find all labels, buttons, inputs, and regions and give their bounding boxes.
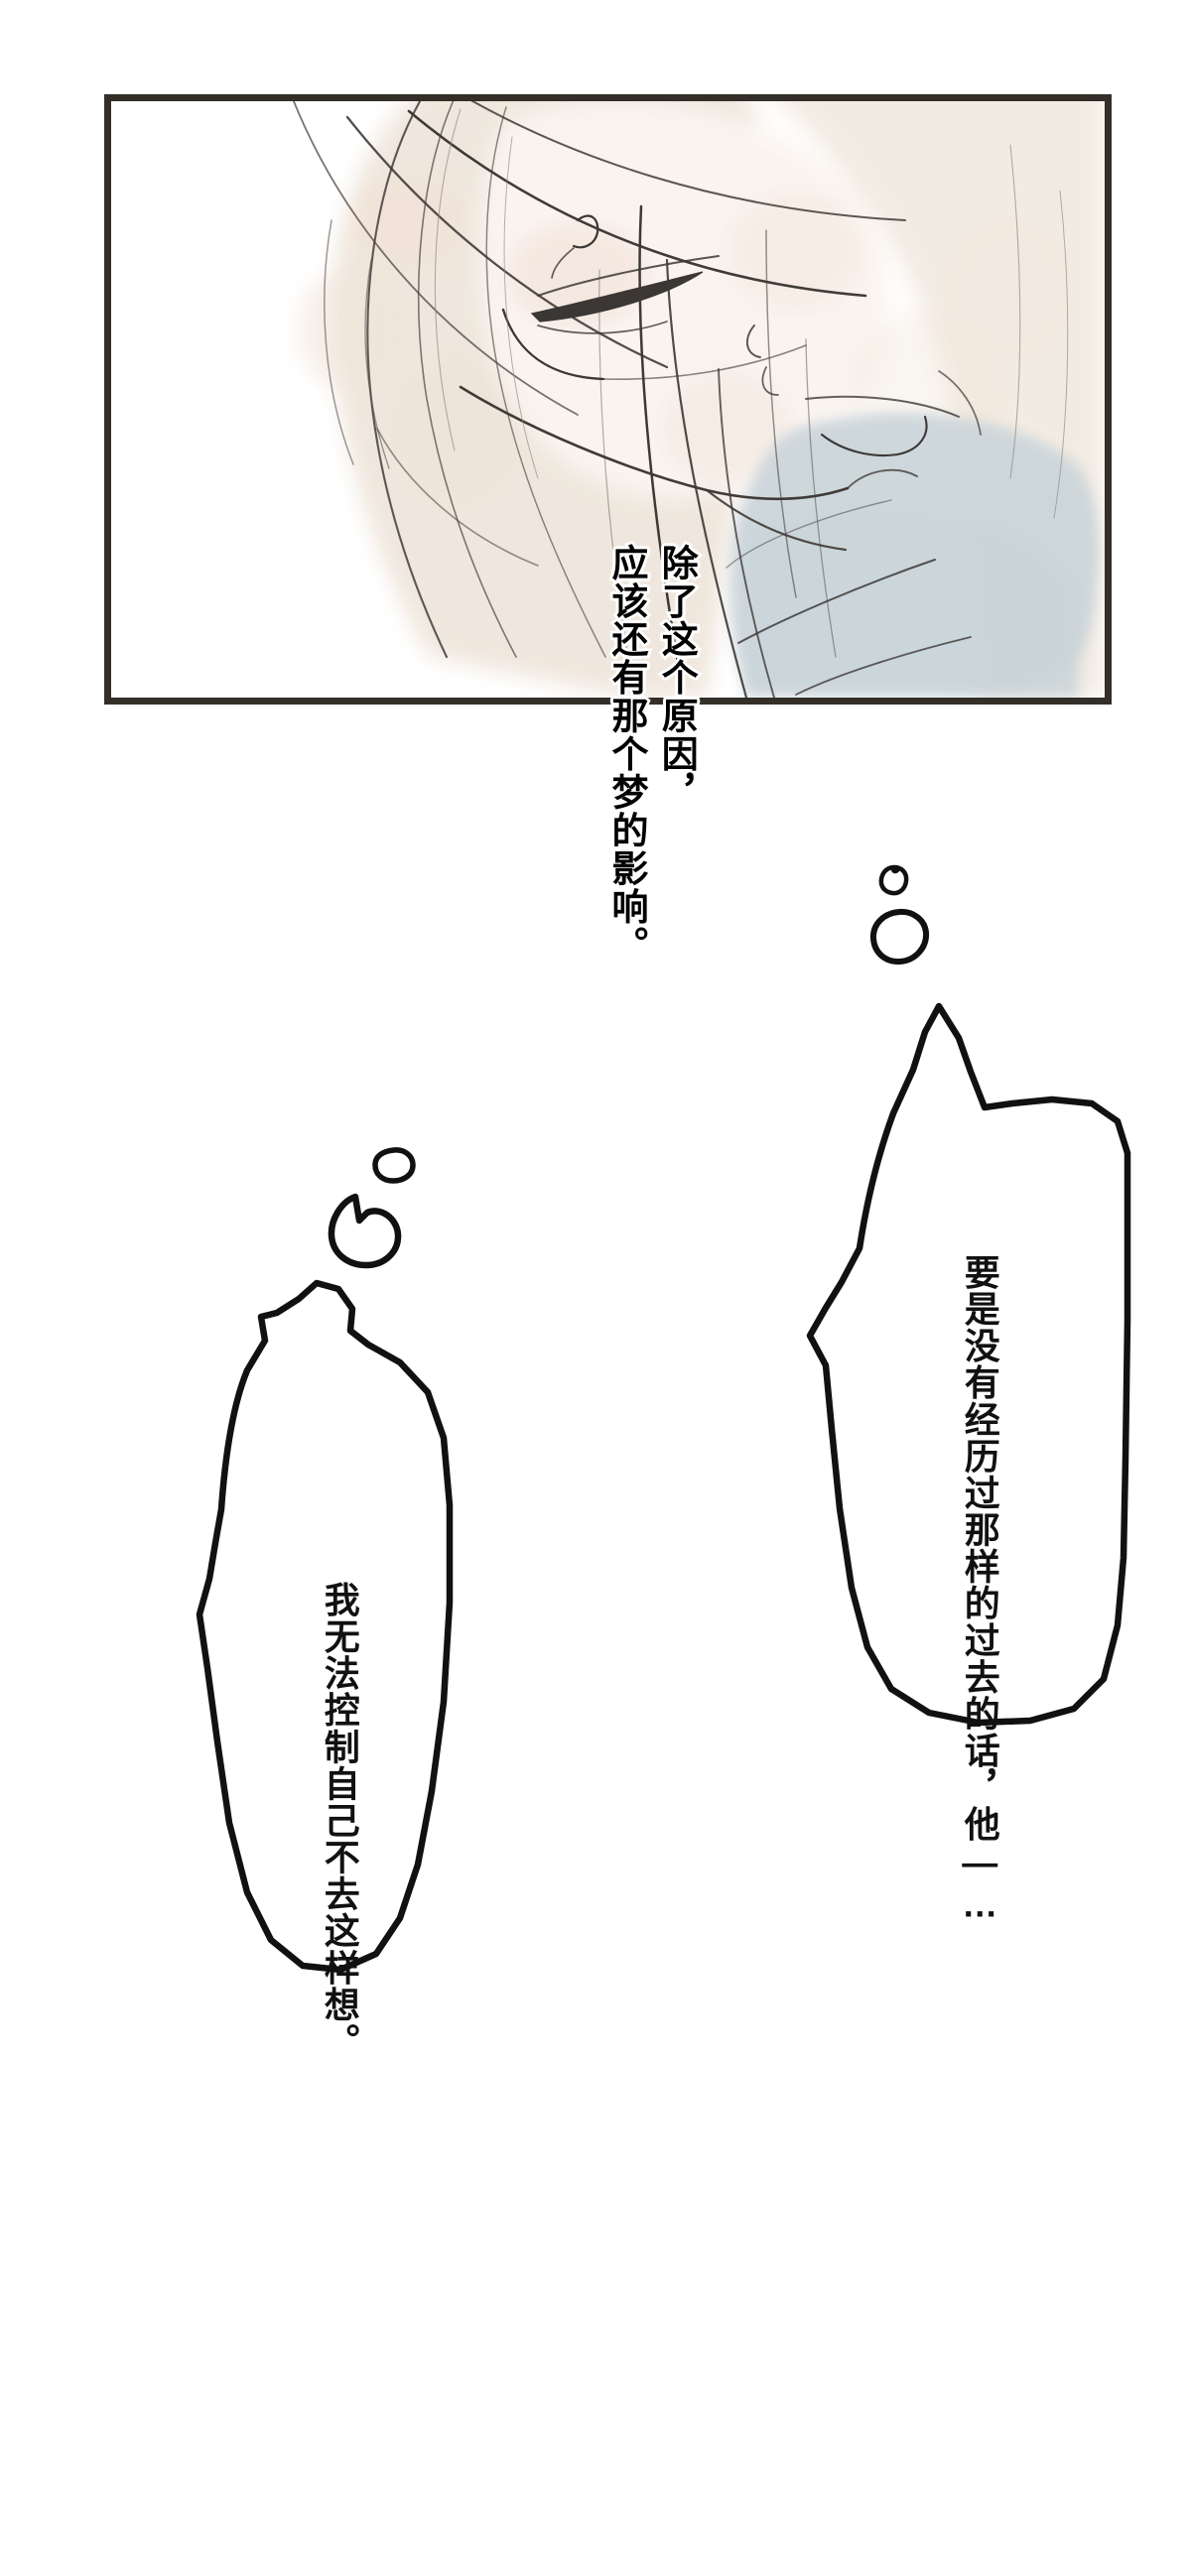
thought-puff-small-right bbox=[877, 863, 911, 902]
thought-puff-small-left bbox=[372, 1146, 416, 1189]
thought-bubble-left bbox=[194, 1275, 491, 1980]
thought-puff-large-left bbox=[326, 1189, 405, 1275]
thought-bubble-left-text: 我无法控制自己不去这样想。 bbox=[268, 1414, 411, 2059]
narration-caption: 除了这个原因，应该还有那个梦的影响。 bbox=[501, 541, 801, 966]
bubble-left-column-2: 不去这样想。 bbox=[319, 1838, 360, 2060]
thought-puff-large-right bbox=[869, 908, 931, 970]
bubble-left-column-1: 我无法控制自己 bbox=[319, 1581, 360, 1839]
bubble-right-column-1: 要是没有经历过那样的 bbox=[959, 1253, 1000, 1622]
narration-column-2: 应该还有那个梦的影响。 bbox=[603, 541, 649, 966]
thought-bubble-right-text: 要是没有经历过那样的过去的话，他—… bbox=[908, 1087, 1051, 1926]
comic-panel bbox=[104, 94, 1112, 705]
narration-column-1: 除了这个原因， bbox=[654, 541, 700, 813]
thought-bubble-right bbox=[764, 992, 1131, 1746]
panel-illustration bbox=[111, 101, 1105, 698]
bubble-right-column-2: 过去的话，他—… bbox=[959, 1621, 1000, 1926]
